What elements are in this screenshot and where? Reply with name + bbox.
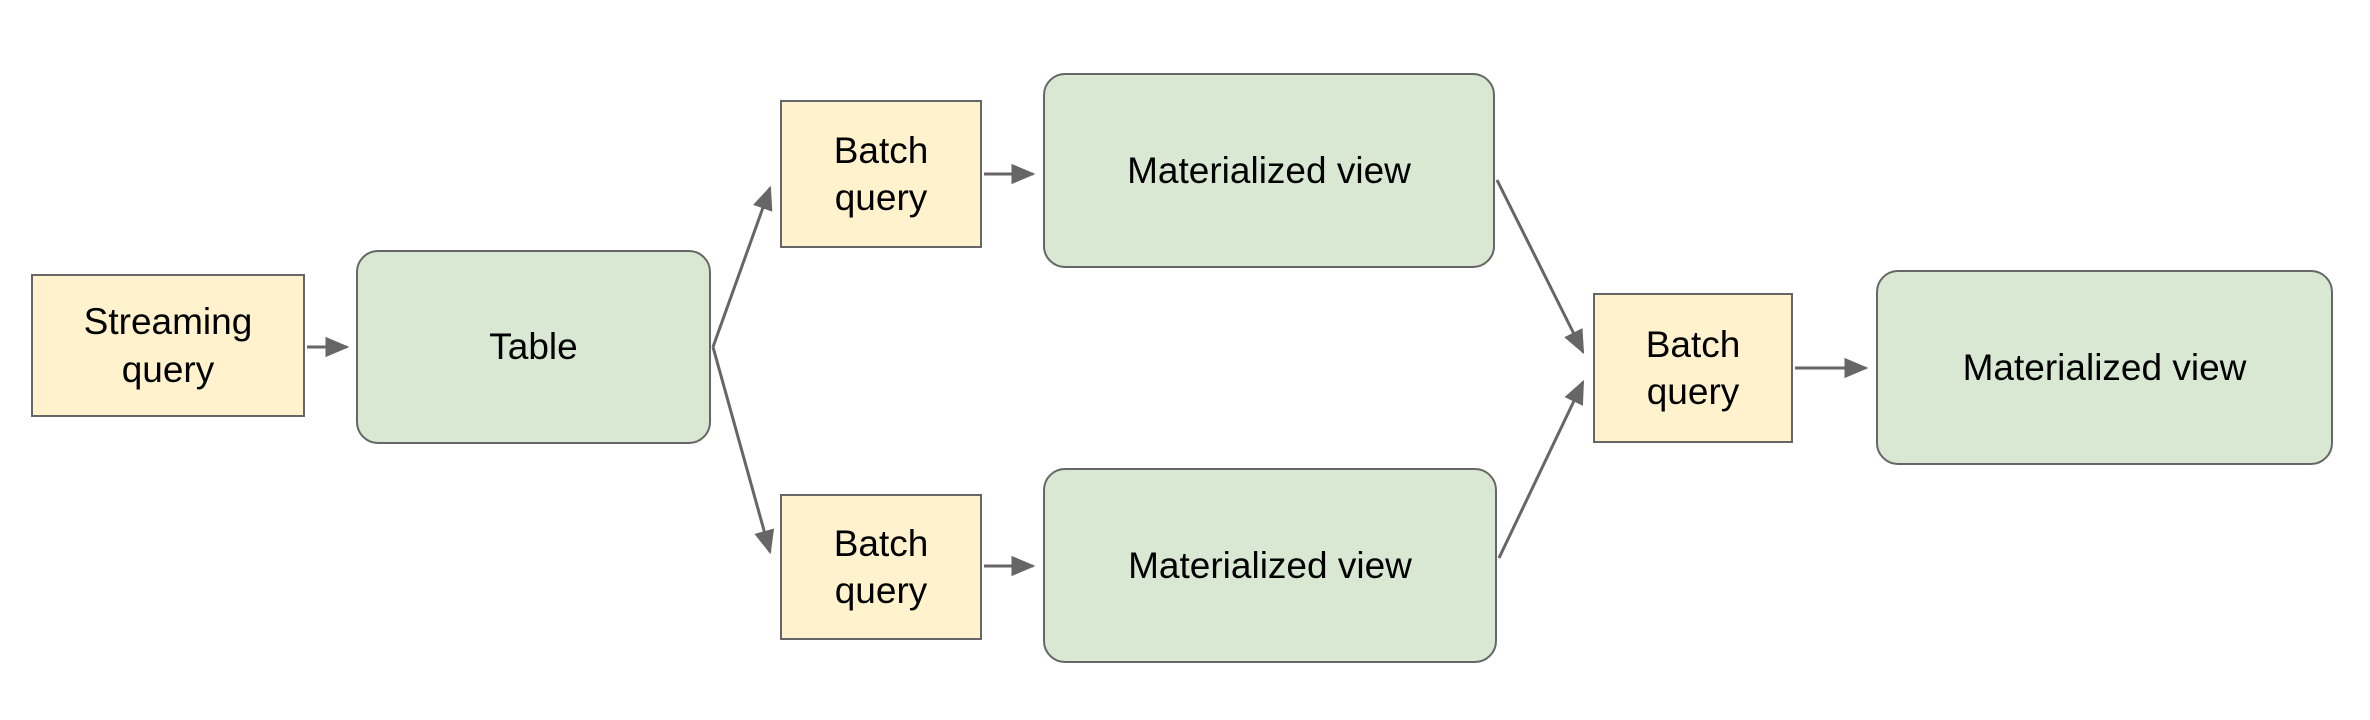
node-materialized-view-bottom[interactable]: Materialized view [1043,468,1497,663]
edge-mv-bottom-to-batch-merge [1497,379,1585,559]
node-materialized-view-final[interactable]: Materialized view [1876,270,2333,465]
node-batch-query-top[interactable]: Batch query [780,100,982,248]
node-table[interactable]: Table [356,250,711,444]
node-batch-query-bottom[interactable]: Batch query [780,494,982,640]
edge-mv-top-to-batch-merge [1495,179,1585,355]
edge-table-to-batch-bottom [711,346,775,555]
node-materialized-view-top[interactable]: Materialized view [1043,73,1495,268]
edge-table-to-batch-top [711,185,773,348]
node-streaming-query[interactable]: Streaming query [31,274,305,417]
node-batch-query-merge[interactable]: Batch query [1593,293,1793,443]
